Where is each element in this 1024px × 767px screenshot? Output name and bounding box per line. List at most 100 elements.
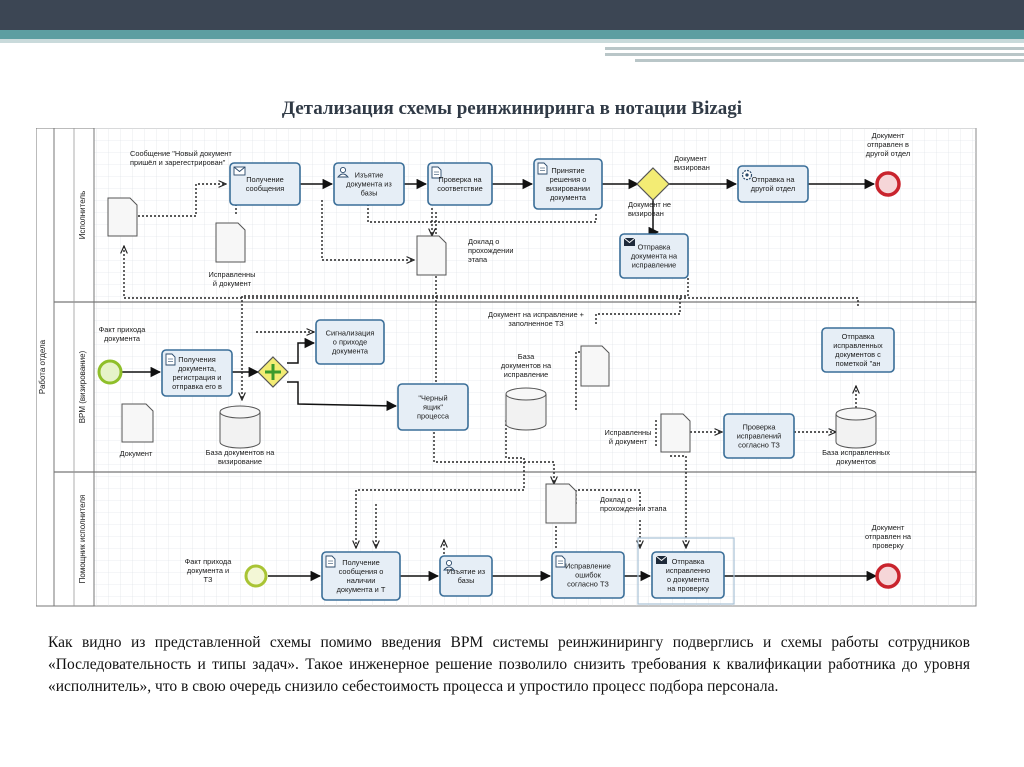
task-box[interactable]	[321, 551, 401, 601]
annotation-l10-line: визирование	[218, 457, 262, 466]
gear-icon	[741, 169, 753, 181]
annotation-l1-line: Сообщение "Новый документ	[130, 149, 232, 158]
annotation-l2-line: Документ	[674, 154, 707, 163]
task-label-line: Проверка	[742, 423, 776, 432]
document-icon	[580, 345, 610, 387]
start-event-assistant[interactable]	[244, 564, 268, 588]
annotation-l10-line: База документов на	[206, 448, 276, 457]
task-label-line: документа	[550, 193, 587, 202]
document-icon	[416, 235, 447, 276]
document-icon	[545, 483, 577, 524]
task-label-line: Исправление	[565, 562, 611, 571]
task-label-line: наличии	[347, 576, 376, 585]
user-icon	[337, 166, 349, 178]
gateway-parallel[interactable]	[257, 356, 289, 388]
task-box[interactable]	[333, 162, 405, 206]
database-icon	[505, 387, 547, 431]
annotation-l15-line: ТЗ	[204, 575, 213, 584]
task-box[interactable]	[533, 158, 603, 210]
annotation-l9-line: Документ	[120, 449, 153, 458]
task-box[interactable]	[737, 165, 809, 203]
task-box[interactable]	[397, 383, 469, 431]
annotation-l8-line: Факт прихода	[99, 325, 147, 334]
document-icon	[325, 555, 336, 568]
task-box[interactable]	[315, 319, 385, 365]
end-event-sent-check[interactable]	[875, 563, 901, 589]
task-label-line: другой отдел	[751, 184, 795, 193]
annotation-l7: Документ на исправление +заполненное ТЗ	[488, 310, 584, 328]
task-box[interactable]	[619, 233, 689, 279]
bpmn-canvas: Работа отдела Исполнитель BPM (визирован…	[35, 127, 977, 607]
annotation-l4-line: Документ	[872, 131, 905, 140]
annotation-l14-line: прохождении этапа	[600, 504, 668, 513]
annotation-l6-line: прохождении	[468, 246, 513, 255]
task-label-line: сообщения	[246, 184, 285, 193]
document-icon	[215, 222, 246, 263]
task-label-line: соответствие	[437, 184, 482, 193]
task-label-line: исправлений	[737, 432, 782, 441]
task-label-line: исправление	[632, 260, 677, 269]
annotation-l5-line: й документ	[213, 279, 252, 288]
task-box[interactable]	[427, 162, 493, 206]
task-box[interactable]	[723, 413, 795, 459]
database-icon	[835, 407, 877, 449]
task-box[interactable]	[551, 551, 625, 599]
task-box[interactable]	[439, 555, 493, 597]
task-label-line: Изъятие из	[447, 567, 486, 576]
annotation-l4-line: другой отдел	[866, 149, 910, 158]
annotation-l11-line: документов на	[501, 361, 552, 370]
task-label-line: документа	[332, 346, 369, 355]
annotation-l16-line: отправлен на	[865, 532, 912, 541]
task-label-line: процесса	[417, 411, 450, 420]
lane-label-assistant: Помощник исполнителя	[78, 495, 87, 584]
start-event-bpm[interactable]	[97, 359, 123, 385]
document-icon	[165, 353, 176, 366]
annotation-l15-line: документа и	[187, 566, 229, 575]
association-flows	[122, 184, 858, 558]
annotation-l12-line: й документ	[609, 437, 648, 446]
task-box[interactable]	[651, 551, 725, 599]
task-box[interactable]	[161, 349, 233, 397]
document-icon	[660, 413, 691, 453]
annotation-l6-line: этапа	[468, 255, 488, 264]
task-box[interactable]	[821, 327, 895, 373]
task-label-line: отправка его в	[172, 382, 222, 391]
task-label-line: документа на	[631, 252, 678, 261]
task-label-line: решения о	[550, 175, 587, 184]
task-box[interactable]	[229, 162, 301, 206]
annotation-l5-line: Исправленны	[209, 270, 256, 279]
end-event-sent-other-dept[interactable]	[875, 171, 901, 197]
task-label-line: регистрация и	[173, 373, 222, 382]
pool-label: Работа отдела	[38, 339, 47, 394]
page-title: Детализация схемы реинжиниринга в нотаци…	[281, 98, 743, 119]
gateway-exclusive[interactable]	[636, 167, 670, 201]
task-label-line: базы	[361, 188, 378, 197]
user-icon	[443, 559, 455, 571]
